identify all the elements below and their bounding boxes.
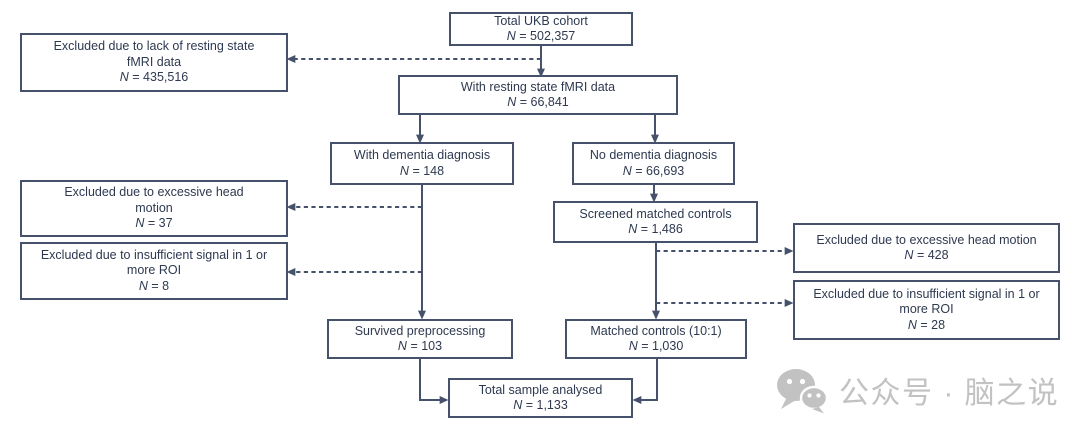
n-symbol: N [628, 222, 638, 236]
node-n-value: N = 1,030 [575, 339, 737, 355]
node-n-value: N = 66,693 [582, 164, 725, 180]
n-number: = 1,030 [641, 339, 684, 353]
wechat-icon [777, 368, 828, 413]
node-excluded-signal-left: Excluded due to insufficient signal in 1… [20, 242, 288, 300]
wechat-bubbles [777, 368, 828, 413]
node-label: With resting state fMRI data [460, 79, 616, 94]
n-number: = 428 [916, 248, 949, 262]
node-excluded-head-motion-right: Excluded due to excessive head motion N … [793, 223, 1060, 273]
connector-survived-to-total [419, 359, 449, 404]
node-total-sample-analysed: Total sample analysed N = 1,133 [448, 378, 633, 418]
n-symbol: N [138, 278, 148, 293]
node-excluded-no-fmri: Excluded due to lack of resting state fM… [20, 33, 288, 92]
node-n-value: N = 8 [31, 279, 277, 295]
n-number: = 1,486 [640, 222, 683, 236]
n-number: = 103 [410, 339, 443, 353]
n-number: = 28 [920, 317, 946, 332]
n-symbol: N [904, 248, 914, 262]
node-n-value: N = 435,516 [42, 70, 266, 86]
n-symbol: N [399, 163, 409, 178]
node-excluded-signal-right: Excluded due to insufficient signal in 1… [793, 280, 1060, 340]
n-number: = 37 [147, 216, 173, 231]
node-total-ukb-cohort: Total UKB cohort N = 502,357 [449, 12, 633, 46]
node-label: Screened matched controls [579, 206, 732, 221]
node-n-value: N = 103 [337, 339, 503, 355]
n-number: = 435,516 [132, 70, 189, 85]
node-no-dementia: No dementia diagnosis N = 66,693 [572, 142, 735, 185]
node-label: Excluded due to insufficient signal in 1… [40, 247, 268, 278]
n-symbol: N [119, 70, 129, 85]
node-label: No dementia diagnosis [589, 148, 718, 162]
n-symbol: N [506, 29, 516, 43]
node-label: Excluded due to excessive head motion [64, 185, 244, 215]
n-symbol: N [513, 398, 523, 412]
n-symbol: N [397, 339, 407, 353]
n-number: = 1,133 [525, 398, 568, 412]
n-symbol: N [628, 339, 638, 353]
n-number: = 502,357 [519, 29, 576, 43]
node-n-value: N = 1,486 [563, 222, 748, 238]
node-survived-preprocessing: Survived preprocessing N = 103 [327, 319, 513, 359]
n-number: = 66,693 [635, 163, 685, 178]
node-excluded-head-motion-left: Excluded due to excessive head motion N … [20, 180, 288, 237]
node-label: Excluded due to insufficient signal in 1… [813, 286, 1040, 317]
n-number: = 148 [412, 163, 445, 178]
n-number: = 8 [151, 278, 170, 293]
node-label: Excluded due to excessive head motion [816, 232, 1037, 247]
watermark-text: 公众号 · 脑之说 [839, 377, 1060, 410]
node-n-value: N = 1,133 [458, 398, 623, 414]
node-with-fmri-data: With resting state fMRI data N = 66,841 [398, 75, 678, 115]
node-with-dementia: With dementia diagnosis N = 148 [330, 142, 514, 185]
node-n-value: N = 66,841 [408, 95, 668, 111]
node-label: Excluded due to lack of resting state fM… [53, 39, 255, 69]
n-symbol: N [622, 163, 632, 178]
node-n-value: N = 28 [804, 318, 1049, 334]
n-symbol: N [507, 95, 517, 109]
node-n-value: N = 37 [52, 216, 256, 232]
node-n-value: N = 428 [804, 248, 1049, 264]
node-n-value: N = 502,357 [459, 29, 623, 45]
node-screened-controls: Screened matched controls N = 1,486 [553, 201, 758, 243]
n-symbol: N [135, 216, 145, 231]
n-number: = 66,841 [519, 95, 569, 109]
node-label: Total sample analysed [478, 382, 603, 397]
watermark: 公众号 · 脑之说 [776, 364, 1059, 416]
node-label: With dementia diagnosis [353, 148, 491, 162]
node-n-value: N = 148 [340, 164, 504, 180]
n-symbol: N [907, 317, 917, 332]
node-label: Total UKB cohort [494, 13, 588, 28]
connector-matched-to-total [632, 359, 658, 404]
node-label: Survived preprocessing [354, 323, 486, 338]
node-matched-controls: Matched controls (10:1) N = 1,030 [565, 319, 747, 359]
node-label: Matched controls (10:1) [590, 323, 722, 338]
